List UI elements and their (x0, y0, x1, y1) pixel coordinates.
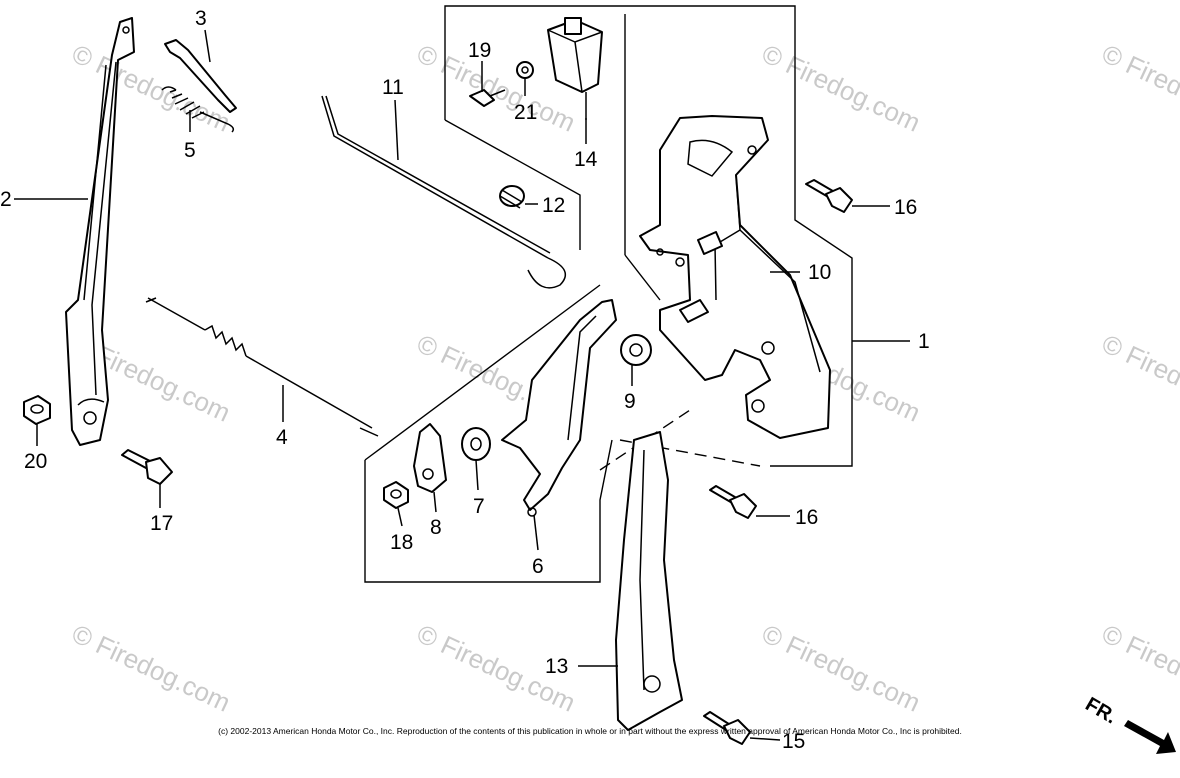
callout-18: 18 (390, 531, 413, 554)
callout-labels: 1 2 3 4 5 6 7 8 9 10 11 12 13 14 15 16 1… (0, 7, 930, 753)
part-1-bracket (639, 115, 831, 439)
callout-17: 17 (150, 512, 173, 535)
part-13-arm (615, 431, 683, 731)
front-label: FR. (1082, 693, 1121, 728)
watermark: © Firedog.com (1097, 328, 1180, 427)
callout-16-top: 16 (894, 196, 917, 219)
copyright-notice: (c) 2002-2013 American Honda Motor Co., … (218, 726, 962, 736)
callout-15: 15 (782, 730, 805, 753)
callout-16-mid: 16 (795, 506, 818, 529)
callout-2: 2 (0, 188, 12, 211)
callout-1: 1 (918, 330, 930, 353)
part-3-clip (164, 39, 237, 113)
callout-9: 9 (624, 390, 636, 413)
part-4-spring-rod (145, 297, 379, 437)
watermark: © Firedog.com (757, 618, 925, 717)
callout-6: 6 (532, 555, 544, 578)
callout-3: 3 (195, 7, 207, 30)
part-17-bolt (121, 449, 173, 485)
callout-10: 10 (808, 261, 831, 284)
front-arrow-icon (1124, 720, 1176, 754)
front-direction-indicator: FR. (1082, 693, 1176, 754)
part-14-switch (547, 17, 603, 120)
watermark: © Firedog.com (757, 38, 925, 137)
callout-12: 12 (542, 194, 565, 217)
part-18-nut (383, 481, 409, 509)
assembly-outline (364, 5, 853, 583)
callout-7: 7 (473, 495, 485, 518)
callout-20: 20 (24, 450, 47, 473)
part-9-washer (620, 334, 652, 366)
callout-21: 21 (514, 101, 537, 124)
part-16-bolt-top (805, 179, 853, 213)
callout-4: 4 (276, 426, 288, 449)
part-15-bolt (703, 711, 751, 745)
callout-11: 11 (382, 76, 404, 99)
part-2-control-arm (65, 17, 135, 446)
callout-14: 14 (574, 148, 598, 171)
callout-8: 8 (430, 516, 442, 539)
part-19-bolt (469, 89, 506, 107)
part-11-rod (321, 95, 567, 289)
part-6-lever (501, 299, 617, 517)
part-8-small-lever (413, 423, 447, 493)
part-7-washer (461, 427, 491, 461)
watermark: © Firedog.com (67, 618, 235, 717)
part-12-grommet (499, 185, 525, 209)
callout-13: 13 (545, 655, 568, 678)
callout-5: 5 (184, 139, 196, 162)
watermark: © Firedog.com (1097, 38, 1180, 137)
part-5-spring (161, 86, 235, 133)
part-21-washer (516, 61, 534, 79)
callout-19: 19 (468, 39, 491, 62)
part-20-nut (23, 395, 51, 425)
leader-lines (14, 29, 910, 741)
part-16-bolt-mid (709, 485, 757, 519)
